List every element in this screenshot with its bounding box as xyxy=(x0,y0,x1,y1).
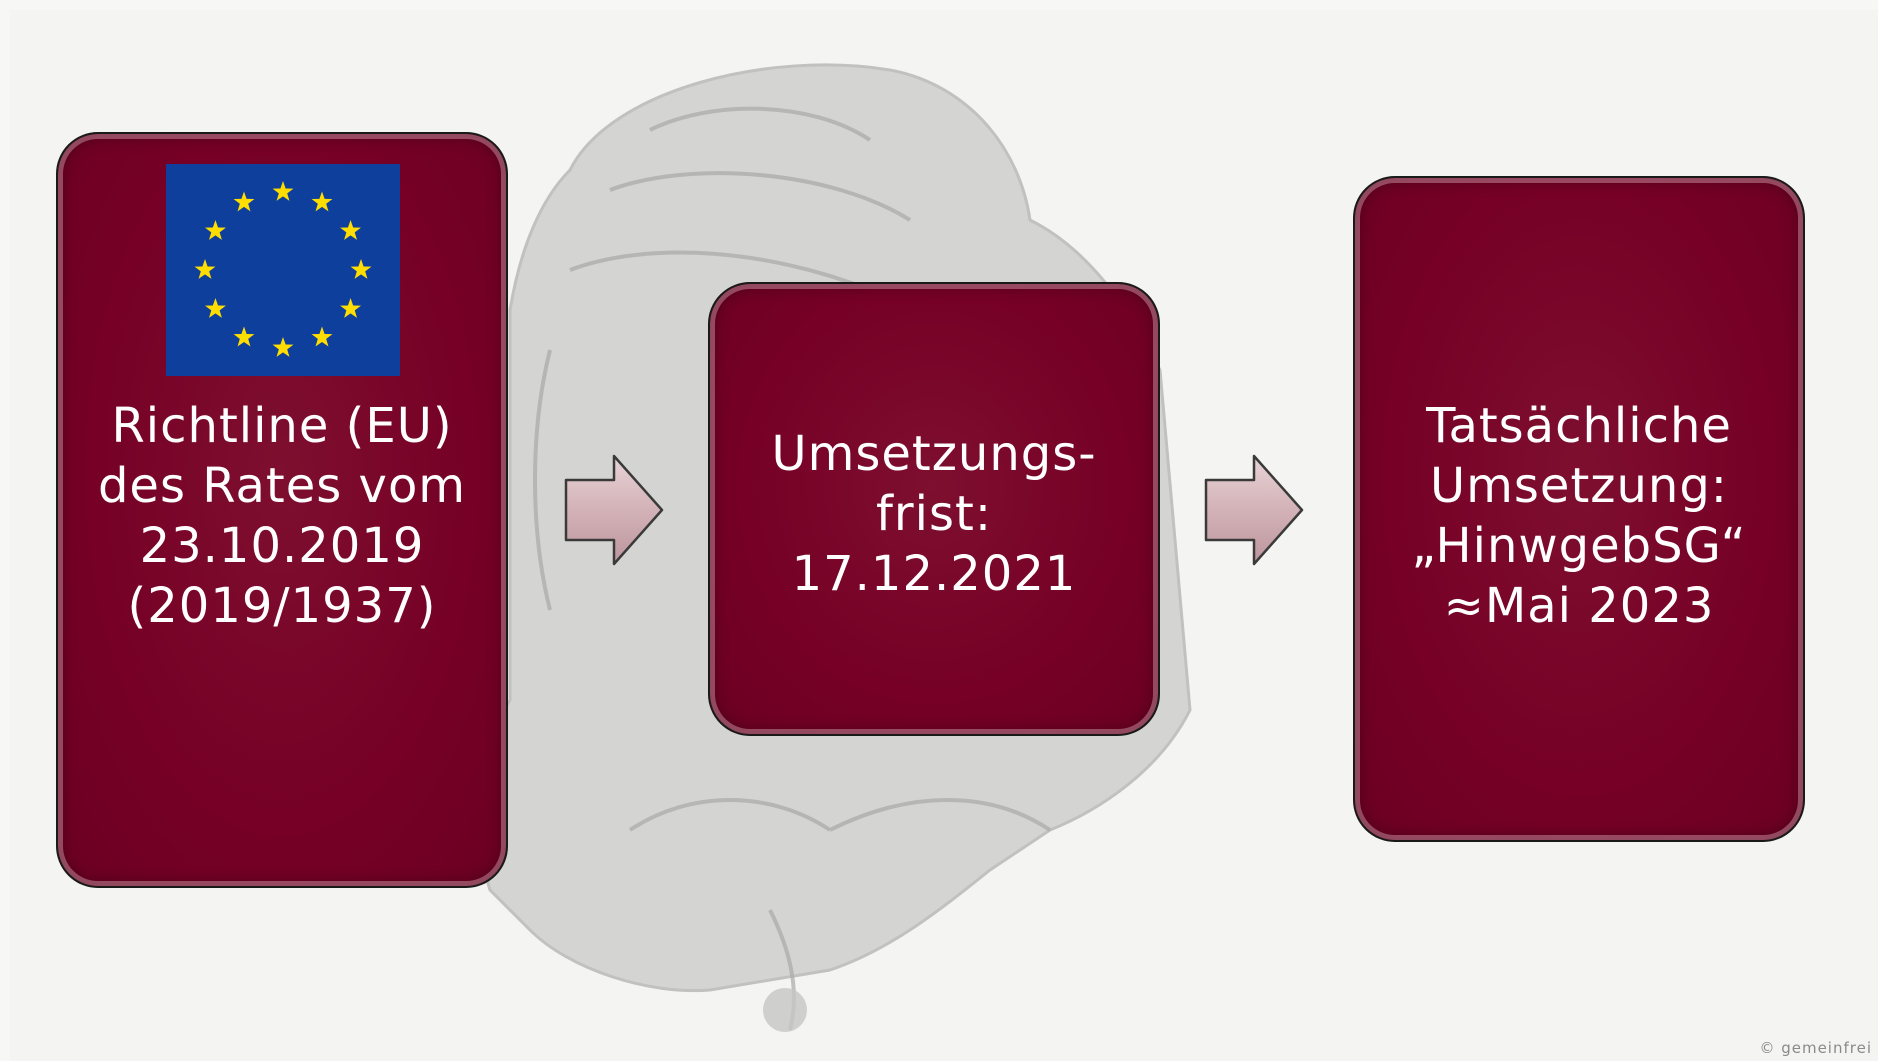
eu-star-icon xyxy=(194,259,216,279)
eu-flag-icon xyxy=(166,164,400,376)
step-box-implementation: Tatsächliche Umsetzung: „HinwgebSG“ ≈Mai… xyxy=(1353,176,1805,842)
implementation-label: Tatsächliche Umsetzung: „HinwgebSG“ ≈Mai… xyxy=(1411,398,1747,634)
directive-label: Richtline (EU) des Rates vom 23.10.2019 … xyxy=(97,398,467,634)
step-box-directive: Richtline (EU) des Rates vom 23.10.2019 … xyxy=(56,132,508,888)
eu-star-icon xyxy=(350,259,372,279)
step-box-deadline: Umsetzungs- frist: 17.12.2021 xyxy=(708,282,1160,736)
eu-star-icon xyxy=(340,220,362,240)
eu-star-icon xyxy=(311,326,333,347)
eu-star-icon xyxy=(272,181,294,201)
image-credit: © gemeinfrei xyxy=(1759,1039,1872,1057)
eu-star-icon xyxy=(272,337,294,357)
eu-star-icon xyxy=(233,191,255,212)
eu-star-icon xyxy=(311,191,333,212)
eu-star-icon xyxy=(233,326,255,347)
eu-star-icon xyxy=(204,298,226,318)
arrow-right-icon xyxy=(564,454,664,566)
eu-star-icon xyxy=(340,298,362,318)
deadline-label: Umsetzungs- frist: 17.12.2021 xyxy=(771,426,1097,602)
eu-star-icon xyxy=(204,220,226,240)
arrow-right-icon xyxy=(1204,454,1304,566)
